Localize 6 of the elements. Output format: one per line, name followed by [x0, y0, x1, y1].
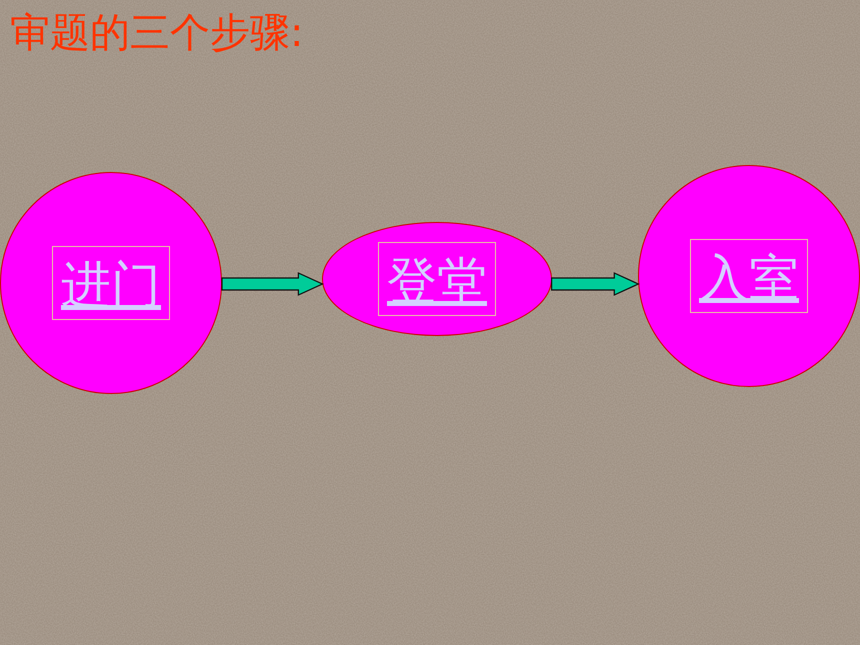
- step-label: 登堂: [378, 242, 496, 316]
- arrow: [221, 272, 324, 296]
- title: 审题的三个步骤:: [10, 9, 304, 58]
- arrow: [551, 272, 640, 296]
- step-label: 进门: [52, 246, 170, 320]
- step-label: 入室: [690, 239, 808, 313]
